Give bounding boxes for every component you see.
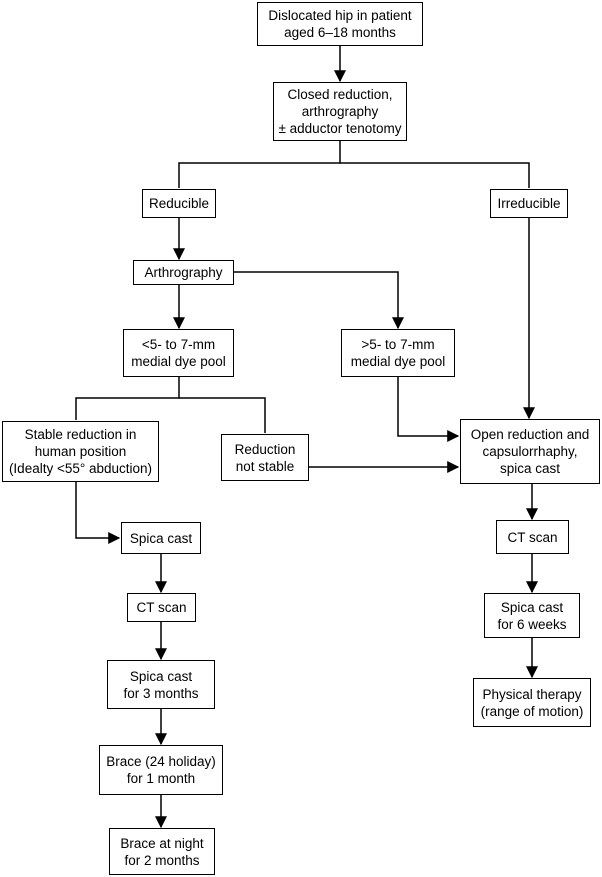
node-spica-cast-left-label: Spica cast <box>129 530 193 546</box>
node-dislocated-hip: Dislocated hip in patient aged 6–18 mont… <box>257 2 423 46</box>
node-brace-night-label: Brace at night for 2 months <box>120 835 204 868</box>
node-closed-reduction: Closed reduction, arthrography ± adducto… <box>273 82 407 141</box>
node-spica-6-weeks-label: Spica cast for 6 weeks <box>497 599 567 632</box>
node-arthrography: Arthrography <box>133 260 234 285</box>
node-irreducible: Irreducible <box>490 189 568 218</box>
connector-arthrography-to-large-pool <box>234 271 404 330</box>
node-ct-scan-right-label: CT scan <box>507 529 558 545</box>
node-spica-3-months-label: Spica cast for 3 months <box>123 668 199 701</box>
node-stable-reduction-label: Stable reduction in human position (Idea… <box>8 427 153 476</box>
node-open-reduction-label: Open reduction and capsulorrhaphy, spica… <box>470 427 590 476</box>
node-stable-reduction: Stable reduction in human position (Idea… <box>2 421 159 482</box>
node-irreducible-label: Irreducible <box>497 196 561 211</box>
connector-small-pool-split-right <box>179 397 266 433</box>
connector-closed-split <box>178 141 341 188</box>
node-large-dye-pool: >5- to 7-mm medial dye pool <box>341 329 455 377</box>
connector-stable-to-spica <box>75 482 121 544</box>
node-reduction-not-stable: Reduction not stable <box>221 434 309 481</box>
node-spica-3-months: Spica cast for 3 months <box>107 660 215 709</box>
node-reduction-not-stable-label: Reduction not stable <box>234 441 296 474</box>
node-reducible: Reducible <box>142 189 216 218</box>
connector-small-pool-split <box>75 377 180 420</box>
connector-closed-split-right <box>340 162 530 188</box>
node-small-dye-pool-label: <5- to 7-mm medial dye pool <box>131 337 226 369</box>
connector-large-pool-to-open <box>397 377 460 442</box>
node-ct-scan-left: CT scan <box>127 593 196 622</box>
node-brace-night: Brace at night for 2 months <box>109 828 215 875</box>
node-brace-1-month-label: Brace (24 holiday) for 1 month <box>106 754 216 786</box>
node-ct-scan-right: CT scan <box>496 520 569 554</box>
node-spica-cast-left: Spica cast <box>121 522 201 554</box>
node-open-reduction: Open reduction and capsulorrhaphy, spica… <box>460 419 600 484</box>
node-brace-1-month: Brace (24 holiday) for 1 month <box>99 745 223 795</box>
node-physical-therapy-label: Physical therapy (range of motion) <box>480 686 584 719</box>
node-spica-6-weeks: Spica cast for 6 weeks <box>484 593 580 638</box>
node-small-dye-pool: <5- to 7-mm medial dye pool <box>123 329 234 377</box>
node-dislocated-hip-label: Dislocated hip in patient aged 6–18 mont… <box>268 8 412 40</box>
node-ct-scan-left-label: CT scan <box>136 600 187 615</box>
node-arthrography-label: Arthrography <box>144 265 223 280</box>
node-large-dye-pool-label: >5- to 7-mm medial dye pool <box>350 337 446 369</box>
node-physical-therapy: Physical therapy (range of motion) <box>473 678 591 727</box>
node-closed-reduction-label: Closed reduction, arthrography ± adducto… <box>278 87 402 136</box>
node-reducible-label: Reducible <box>148 196 210 211</box>
